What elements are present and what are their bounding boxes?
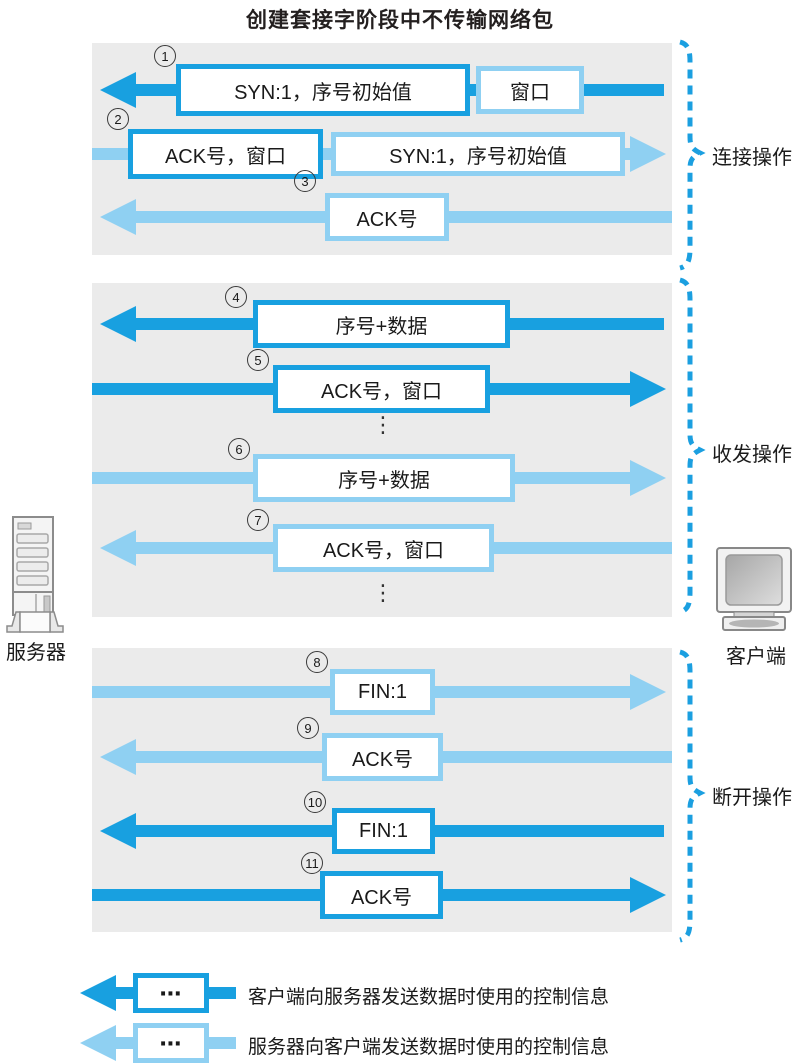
step-number: 6 <box>228 438 250 460</box>
packet-box: SYN:1，序号初始值 <box>331 132 625 176</box>
packet-box-label: FIN:1 <box>359 819 408 842</box>
transfer-phase-bracket <box>679 277 706 615</box>
packet-box-label: SYN:1，序号初始值 <box>389 145 567 168</box>
step-number: 2 <box>107 108 129 130</box>
arrowhead-left-icon <box>100 530 136 566</box>
arrowhead-left-icon <box>100 199 136 235</box>
packet-box: SYN:1，序号初始值 <box>176 64 470 116</box>
phase-label-disconnect: 断开操作 <box>712 787 792 809</box>
packet-box-label: ACK号 <box>350 886 413 909</box>
step-number: 5 <box>247 349 269 371</box>
step-number: 3 <box>294 170 316 192</box>
packet-box-label: ACK号 <box>351 748 414 771</box>
packet-box-label: 序号+数据 <box>335 315 428 338</box>
phase-label-transfer: 收发操作 <box>712 444 792 466</box>
packet-box: FIN:1 <box>332 808 435 854</box>
legend-box-symbol: ⋯ <box>159 1030 183 1056</box>
legend-box-symbol: ⋯ <box>159 980 183 1006</box>
packet-box: 窗口 <box>476 66 584 114</box>
diagram-title: 创建套接字阶段中不传输网络包 <box>246 9 554 32</box>
legend-text-dark: 客户端向服务器发送数据时使用的控制信息 <box>248 987 610 1008</box>
arrowhead-right-icon <box>630 460 666 496</box>
step-number: 10 <box>304 791 326 813</box>
packet-box: 序号+数据 <box>253 300 510 348</box>
packet-box: ACK号 <box>322 733 443 781</box>
legend-text-light: 服务器向客户端发送数据时使用的控制信息 <box>248 1037 610 1058</box>
packet-box-label: SYN:1，序号初始值 <box>234 81 412 104</box>
step-number: 1 <box>154 45 176 67</box>
ellipsis: ⋮ <box>372 412 394 437</box>
packet-box: 序号+数据 <box>253 454 515 502</box>
packet-box-label: ACK号 <box>356 208 418 231</box>
arrowhead-right-icon <box>630 674 666 710</box>
arrowhead-left-icon <box>100 72 136 108</box>
packet-box: ACK号 <box>320 871 443 919</box>
packet-box-label: 窗口 <box>510 81 550 104</box>
packet-box: ACK号，窗口 <box>128 129 323 179</box>
step-number: 8 <box>306 651 328 673</box>
step-number: 7 <box>247 509 269 531</box>
arrowhead-left-icon <box>100 813 136 849</box>
connect-phase-bracket <box>679 39 706 271</box>
arrowhead-left-icon <box>100 739 136 775</box>
packet-box-label: ACK号，窗口 <box>164 145 287 168</box>
phase-label-connect: 连接操作 <box>712 147 792 169</box>
client-label: 客户端 <box>726 646 786 668</box>
disconnect-phase-bracket <box>679 649 706 943</box>
step-number: 4 <box>225 286 247 308</box>
packet-box-label: ACK号，窗口 <box>320 380 443 403</box>
packet-box: FIN:1 <box>330 669 435 715</box>
server-icon <box>6 516 64 633</box>
packet-box-label: 序号+数据 <box>338 469 430 492</box>
packet-box: ACK号，窗口 <box>273 524 494 572</box>
packet-box: ACK号 <box>325 193 449 241</box>
legend-box: ⋯ <box>133 973 209 1013</box>
step-number: 11 <box>301 852 323 874</box>
client-icon <box>716 547 792 631</box>
server-label: 服务器 <box>6 642 66 664</box>
arrowhead-right-icon <box>630 371 666 407</box>
step-number: 9 <box>297 717 319 739</box>
packet-box: ACK号，窗口 <box>273 365 490 413</box>
legend-box: ⋯ <box>133 1023 209 1063</box>
packet-box-label: ACK号，窗口 <box>322 539 445 562</box>
packet-box-label: FIN:1 <box>358 680 407 703</box>
arrowhead-right-icon <box>630 877 666 913</box>
arrowhead-left-icon <box>100 306 136 342</box>
ellipsis: ⋮ <box>372 580 394 605</box>
arrowhead-right-icon <box>630 136 666 172</box>
